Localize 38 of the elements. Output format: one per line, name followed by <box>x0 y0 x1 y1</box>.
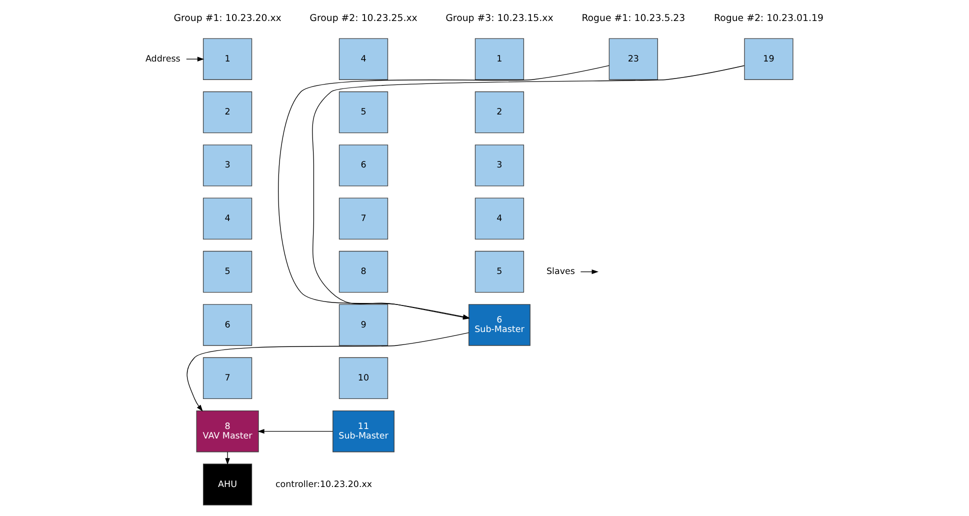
node-box: 7 <box>338 198 388 240</box>
node-box: 8 VAV Master <box>196 410 259 452</box>
label: Rogue #2: 10.23.01.19 <box>714 13 824 24</box>
arrow <box>186 332 470 412</box>
node-box: 4 <box>202 198 252 240</box>
arrow <box>225 452 230 465</box>
node-label: controller:10.23.20.xx <box>275 480 372 490</box>
label: Group #2: 10.23.25.xx <box>310 13 418 24</box>
node-box: 1 <box>202 38 252 80</box>
arrow <box>186 56 204 62</box>
node-box: 19 <box>744 38 794 80</box>
node-text: Address <box>145 54 180 64</box>
label: Group #3: 10.23.15.xx <box>446 13 554 24</box>
node-text: Slaves <box>546 267 575 278</box>
node-box: 5 <box>474 250 524 293</box>
node-box: AHU <box>202 464 252 506</box>
node-box: 11 Sub-Master <box>332 410 394 452</box>
node-box: 6 <box>202 304 252 346</box>
node-box: 6 Sub-Master <box>468 304 530 346</box>
node-box: 2 <box>474 91 524 134</box>
node-box: 3 <box>202 144 252 186</box>
node-box: 5 <box>338 91 388 134</box>
label: Rogue #1: 10.23.5.23 <box>582 13 686 24</box>
node-box: 1 <box>474 38 524 80</box>
node-box: 4 <box>474 198 524 240</box>
node-box: 5 <box>202 250 252 293</box>
node-box: 10 <box>338 357 388 400</box>
node-box: 7 <box>202 357 252 400</box>
label: Group #1: 10.23.20.xx <box>174 13 282 24</box>
node-box: 3 <box>474 144 524 186</box>
node-box: 4 <box>338 38 388 80</box>
arrow <box>580 269 598 274</box>
node-box: 23 <box>608 38 658 80</box>
arrow <box>258 428 334 434</box>
node-box: 9 <box>338 304 388 346</box>
node-box: 2 <box>202 91 252 134</box>
node-box: 8 <box>338 250 388 293</box>
node-box: 6 <box>338 144 388 186</box>
